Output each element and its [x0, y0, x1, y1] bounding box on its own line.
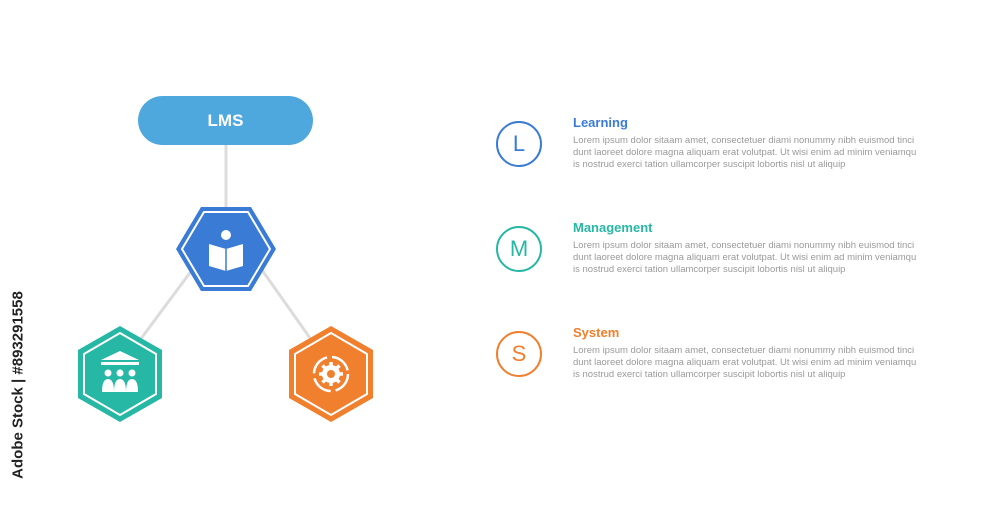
- root-node: LMS: [138, 96, 313, 145]
- connector-center-to-right: [260, 269, 312, 339]
- hexagon-node-reading: [176, 207, 276, 291]
- connector-center-to-left: [138, 269, 194, 341]
- letter-badge: M: [496, 226, 542, 272]
- gear-cycle-icon: [312, 355, 350, 393]
- root-label: LMS: [207, 110, 244, 130]
- item-title: Learning: [573, 115, 628, 130]
- stock-watermark: Adobe Stock | #893291558: [8, 270, 28, 500]
- letter-badge: L: [496, 121, 542, 167]
- item-title: Management: [573, 220, 653, 235]
- hexagon-node-process: [289, 326, 373, 422]
- badge-letter: L: [512, 131, 526, 156]
- building-with-people-icon: [101, 351, 139, 392]
- item-description: Lorem ipsum dolor sitaam amet, consectet…: [573, 240, 917, 275]
- person-reading-book-icon: [209, 230, 243, 271]
- watermark-text: Adobe Stock | #893291558: [9, 291, 27, 479]
- connector-layer: [78, 145, 373, 422]
- badge-letter: M: [509, 236, 529, 261]
- item-description: Lorem ipsum dolor sitaam amet, consectet…: [573, 135, 917, 170]
- letter-badge: S: [496, 331, 542, 377]
- badge-letter: S: [511, 341, 527, 366]
- hierarchy-diagram: LMS: [0, 0, 480, 509]
- item-description: Lorem ipsum dolor sitaam amet, consectet…: [573, 345, 917, 380]
- item-title: System: [573, 325, 620, 340]
- hexagon-node-institution: [78, 326, 162, 422]
